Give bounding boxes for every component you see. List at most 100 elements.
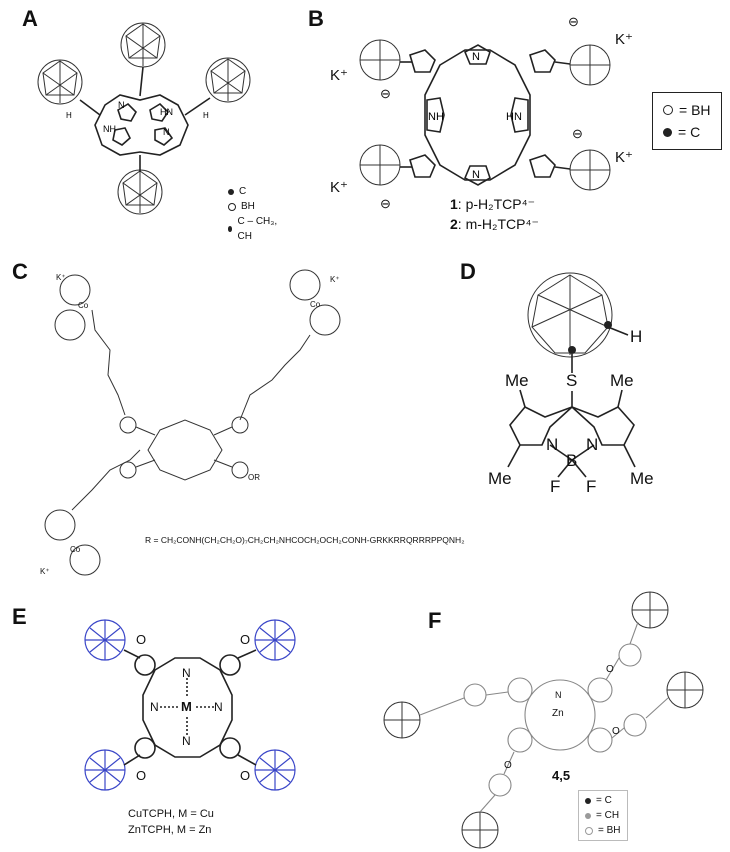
atom-b: B [566, 451, 578, 470]
panel-b-label: B [308, 6, 324, 31]
metal-co-1: Co [78, 301, 89, 310]
carborane-cage-f-r [666, 671, 704, 709]
panel-f-legend: = C = CH = BH [578, 790, 628, 841]
panel-a-label: A [22, 6, 38, 31]
counterion-tr: K⁺ [615, 31, 633, 48]
carborane-cage-e-tr [254, 619, 296, 661]
atom-n-e-left: N [150, 700, 159, 714]
panel-e: E O O O O N N [0, 600, 370, 852]
panel-b-legend: = BH = C [652, 92, 722, 150]
porphyrin-core-b [400, 44, 571, 186]
carbon-dot-icon [585, 797, 591, 804]
caption-cutcph: CuTCPH, M = Cu [128, 808, 214, 820]
or-group: OR [248, 473, 260, 482]
carborane-cage-bottom [117, 169, 163, 215]
methyl-bl: Me [488, 469, 512, 488]
porphyrin-core-e [123, 649, 257, 766]
carborane-cage-f-tr [631, 591, 669, 629]
panel-f-label: F [428, 608, 442, 633]
carborane-cage-tl [359, 39, 401, 81]
atom-nh: NH [103, 124, 116, 134]
carborane-cage-right [205, 57, 251, 103]
carborane-cage-left [37, 59, 83, 105]
atom-s: S [566, 371, 578, 390]
phthalocyanine-core [419, 621, 669, 813]
counterion-c1: K⁺ [56, 273, 66, 282]
panel-f: F Zn O O O N 4,5 = C = CH [380, 590, 730, 852]
panel-b-structure: N N NH HN [359, 39, 611, 191]
atom-f-right: F [586, 477, 597, 496]
panel-d: D H S Me Me Me Me N N B F F [450, 255, 730, 515]
panel-a: A NH HN [0, 0, 280, 242]
svg-text:N: N [163, 127, 170, 137]
panel-d-structure [507, 272, 636, 478]
panel-e-structure [84, 619, 296, 791]
svg-text:H: H [203, 111, 209, 120]
carborane-cage-f-b [461, 811, 499, 849]
compound-2-label: 2: m-H₂TCP⁴⁻ [450, 216, 539, 232]
atom-zn: Zn [552, 708, 564, 719]
carbon-dot-icon [228, 188, 234, 195]
panel-c: C K⁺ K⁺ K⁺ Co Co Co OR R = CH₂CONH(CH₂CH… [0, 255, 465, 585]
atom-o-e1: O [136, 632, 147, 647]
panel-e-label: E [12, 604, 27, 629]
charge-tl: ⊖ [380, 86, 391, 101]
metal-co-3: Co [70, 545, 81, 554]
compound-45-label: 4,5 [552, 768, 571, 783]
panel-a-structure: NH HN N N H H [37, 22, 251, 215]
carborane-cage-tr [569, 44, 611, 86]
atom-nh: NH [428, 111, 444, 123]
atom-n-e-top: N [182, 666, 191, 680]
atom-n-right: N [586, 435, 599, 454]
counterion-c2: K⁺ [330, 275, 340, 284]
carborane-cage-e-br [254, 749, 296, 791]
atom-n-f: N [555, 690, 562, 700]
atom-o-f1: O [606, 664, 614, 675]
panel-b: B N N NH HN K⁺ K⁺ [300, 0, 730, 240]
atom-n-left: N [546, 435, 559, 454]
panel-d-label: D [460, 259, 476, 284]
svg-text:N: N [118, 100, 125, 110]
carborane-cage-f-l [383, 701, 421, 739]
svg-text:N: N [472, 169, 480, 181]
charge-tr: ⊖ [568, 14, 579, 29]
panel-c-label: C [12, 259, 28, 284]
atom-hn: HN [160, 107, 173, 117]
carborane-cage-top [120, 22, 166, 68]
counterion-bl: K⁺ [330, 179, 348, 196]
atom-hn: HN [506, 111, 522, 123]
methyl-br: Me [630, 469, 654, 488]
atom-o-e2: O [240, 632, 251, 647]
counterion-c3: K⁺ [40, 567, 50, 576]
ch-dot-icon [228, 226, 233, 232]
methyl-tr: Me [610, 371, 634, 390]
panel-c-structure [44, 269, 341, 576]
metal-co-2: Co [310, 300, 321, 309]
atom-n-e-bottom: N [182, 734, 191, 748]
charge-bl: ⊖ [380, 196, 391, 211]
atom-h: H [630, 327, 643, 346]
cobaltacarborane-tl [54, 274, 91, 341]
bh-dot-icon [228, 202, 236, 211]
svg-text:N: N [472, 51, 480, 63]
carbon-dot-icon [663, 127, 672, 137]
bh-dot-icon [663, 105, 673, 115]
porphyrin-core [79, 66, 211, 172]
atom-o-e4: O [240, 768, 251, 783]
ch-dot-icon [585, 812, 591, 819]
bh-dot-icon [585, 826, 593, 835]
caption-zntcph: ZnTCPH, M = Zn [128, 824, 212, 836]
carborane-cage-bl [359, 144, 401, 186]
counterion-br: K⁺ [615, 149, 633, 166]
peg-linkers [71, 309, 311, 511]
svg-text:H: H [66, 111, 72, 120]
carborane-cage-e-bl [84, 749, 126, 791]
cobaltacarborane-bl [44, 509, 101, 576]
atom-m: M [181, 699, 192, 714]
atom-f-left: F [550, 477, 561, 496]
atom-o-f3: O [504, 760, 512, 771]
charge-br: ⊖ [572, 126, 583, 141]
carborane-cage-br [569, 149, 611, 191]
panel-f-structure [383, 591, 704, 849]
counterion-tl: K⁺ [330, 67, 348, 84]
